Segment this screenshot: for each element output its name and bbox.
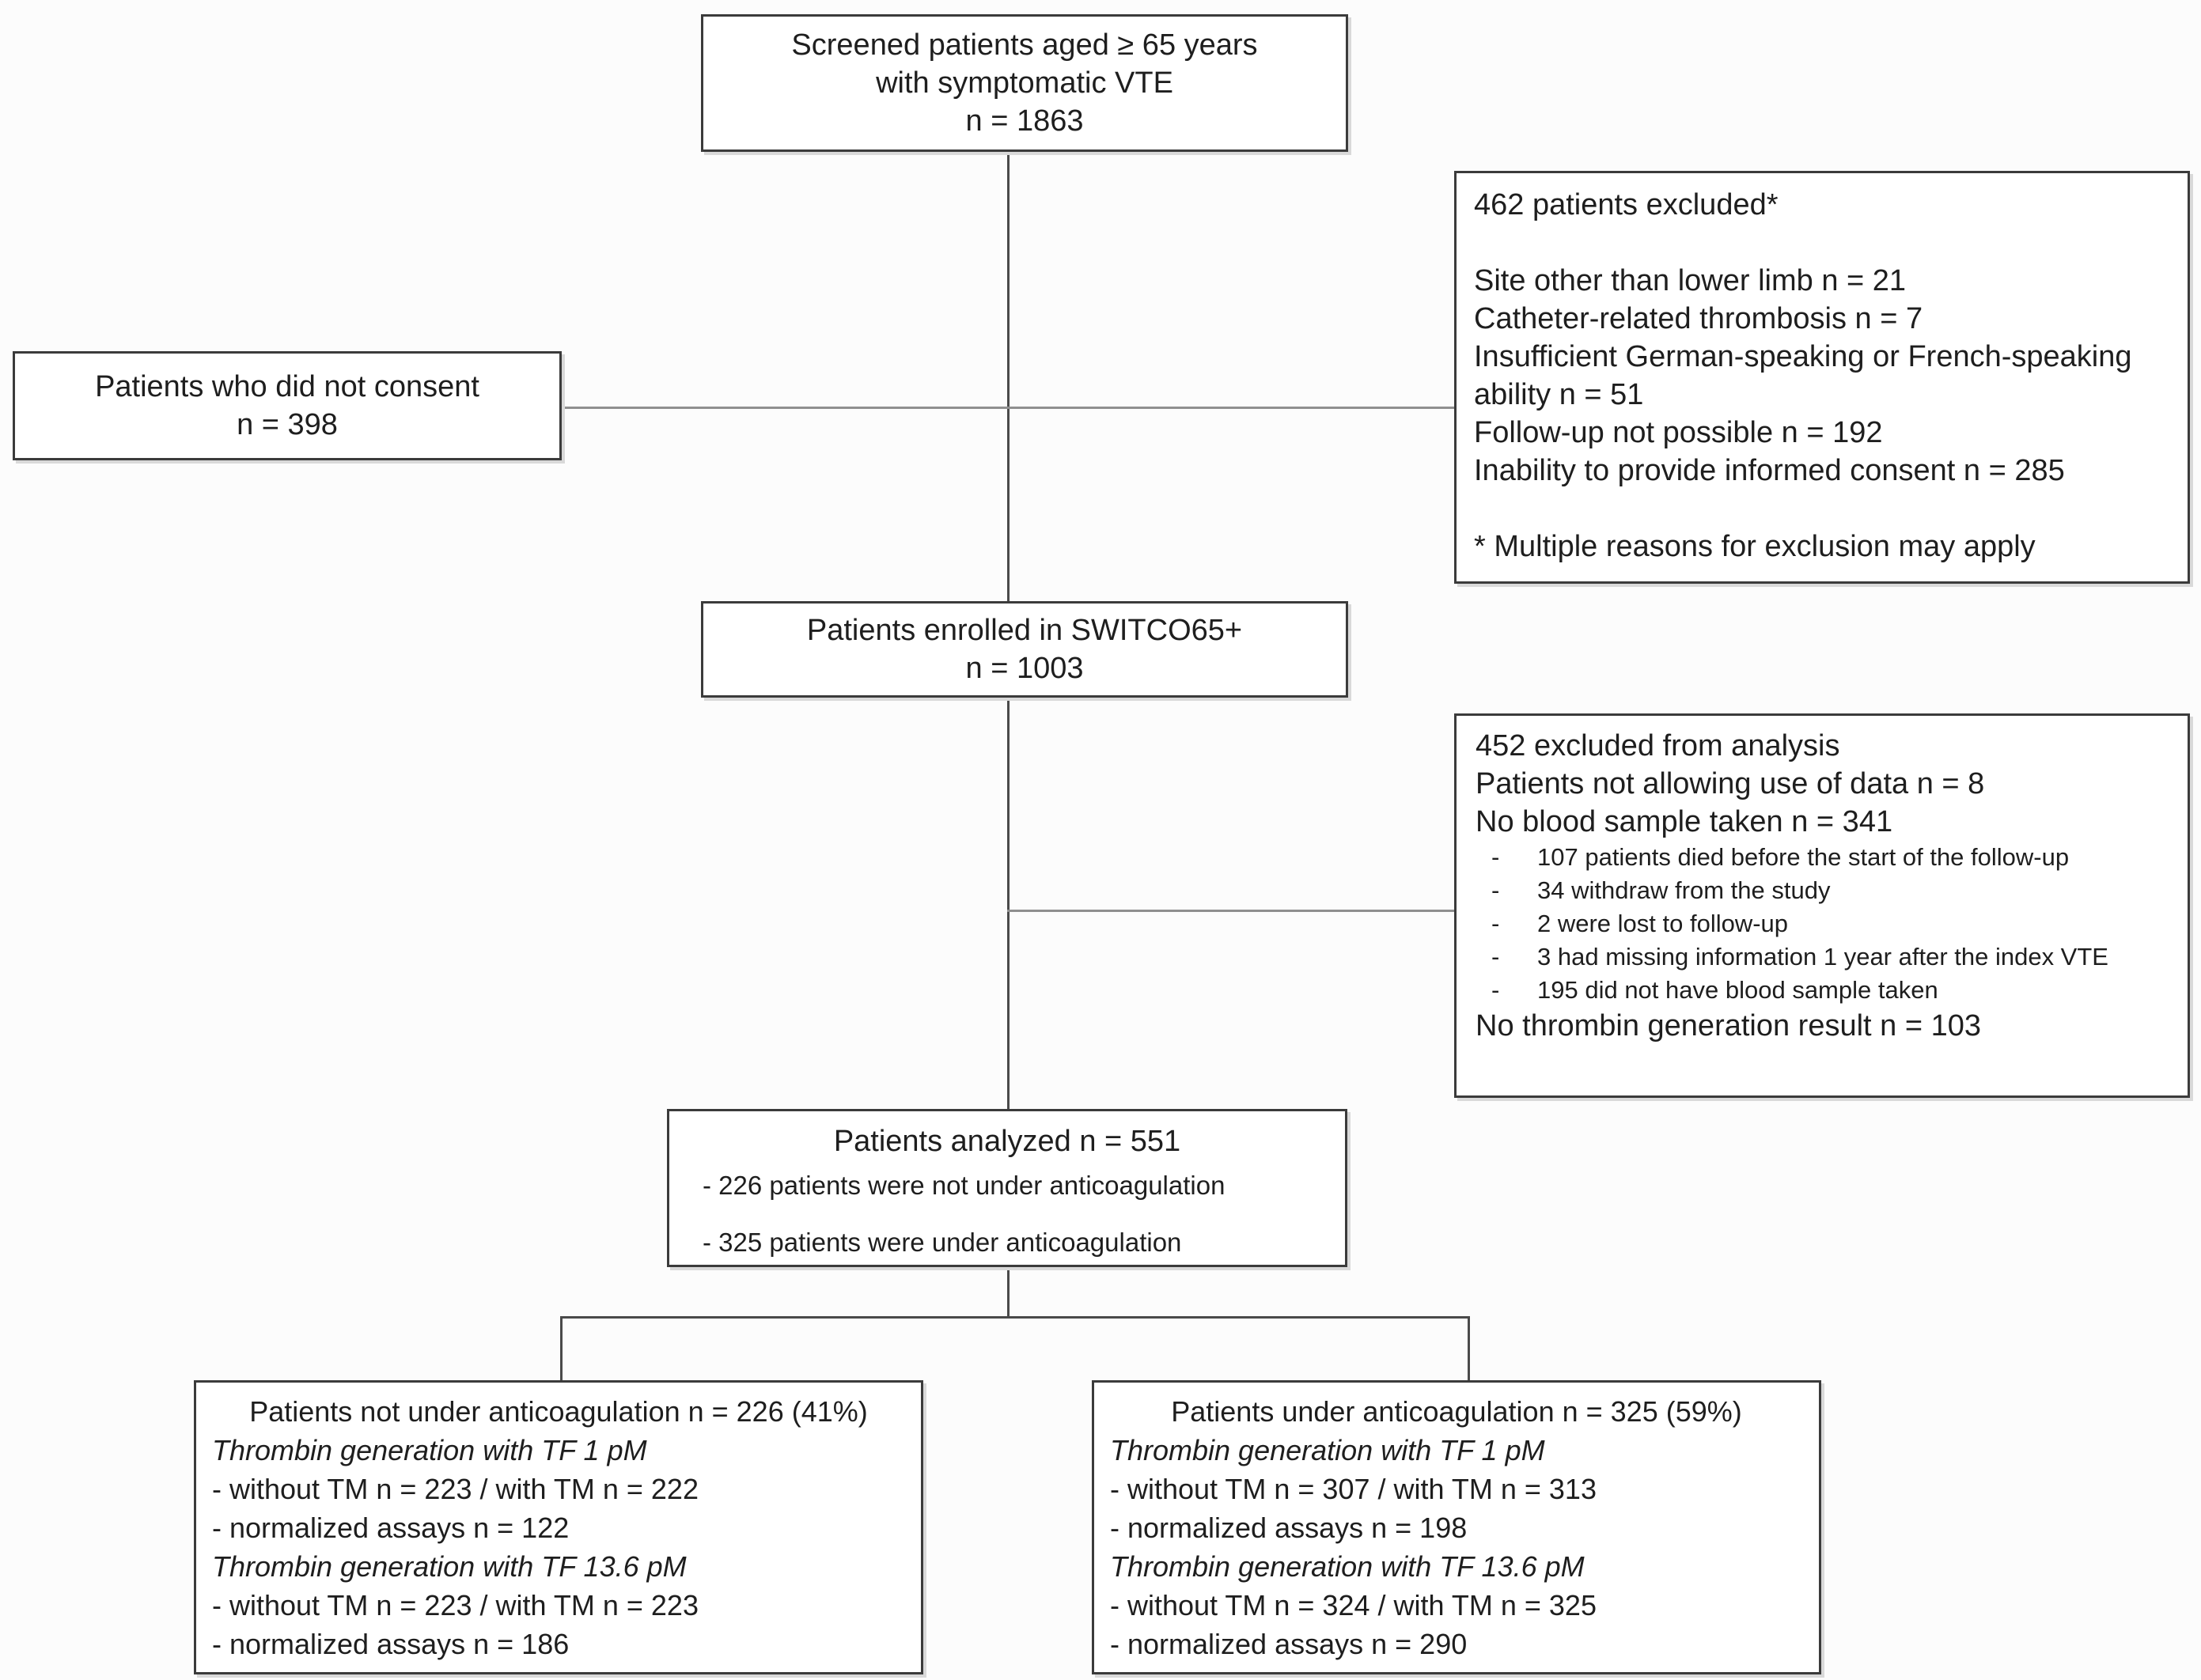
excluded-analysis-thrombin-line: No thrombin generation result n = 103 — [1476, 1009, 1982, 1042]
branch-right-drop — [1468, 1316, 1470, 1382]
anticoagulated-line: - without TM n = 307 / with TM n = 313 — [1110, 1473, 1597, 1505]
excluded-analysis-bullet: 3 had missing information 1 year after t… — [1476, 940, 2169, 974]
excluded-screening-reasons: Site other than lower limb n = 21 Cathete… — [1474, 262, 2170, 490]
exclusion-reason: Site other than lower limb n = 21 — [1474, 264, 1907, 297]
connector-analyzed-to-branch — [1007, 1266, 1010, 1318]
exclusion-reason: Inability to provide informed consent n … — [1474, 454, 2065, 487]
excluded-screening-footnote: * Multiple reasons for exclusion may app… — [1474, 530, 2036, 563]
anticoagulated-line: Thrombin generation with TF 1 pM — [1110, 1434, 1545, 1466]
flow-box-screened: Screened patients aged ≥ 65 years with sy… — [701, 14, 1348, 152]
anticoagulated-line: - normalized assays n = 290 — [1110, 1628, 1468, 1660]
branch-horizontal-line — [560, 1316, 1470, 1319]
flow-box-excluded-analysis: 452 excluded from analysis Patients not … — [1454, 713, 2190, 1098]
flow-box-excluded-screening: 462 patients excluded* Site other than l… — [1454, 171, 2190, 584]
analyzed-bullet: - 226 patients were not under anticoagul… — [703, 1171, 1226, 1200]
enrolled-line: Patients enrolled in SWITCO65+ — [806, 614, 1243, 647]
excluded-analysis-blood-line: No blood sample taken n = 341 — [1476, 805, 1893, 838]
excluded-analysis-bullet: 107 patients died before the start of th… — [1476, 841, 2169, 874]
flow-box-analyzed: Patients analyzed n = 551 - 226 patients… — [667, 1109, 1347, 1267]
exclusion-reason: Catheter-related thrombosis n = 7 — [1474, 302, 1923, 335]
exclusion-reason: Insufficient German-speaking or French-s… — [1474, 340, 2132, 411]
anticoagulated-line: Thrombin generation with TF 13.6 pM — [1110, 1550, 1585, 1583]
flow-box-no-consent: Patients who did not consent n = 398 — [13, 351, 562, 460]
not-anticoagulated-line: - without TM n = 223 / with TM n = 222 — [212, 1473, 699, 1505]
branch-left-drop — [560, 1316, 563, 1382]
anticoagulated-line: - normalized assays n = 198 — [1110, 1512, 1468, 1544]
excluded-analysis-bullet: 2 were lost to follow-up — [1476, 907, 2169, 940]
screened-line: n = 1863 — [965, 104, 1084, 138]
exclusion-reason: Follow-up not possible n = 192 — [1474, 416, 1883, 449]
no-consent-line: Patients who did not consent — [95, 370, 479, 403]
flow-box-not-anticoagulated: Patients not under anticoagulation n = 2… — [194, 1380, 923, 1674]
anticoagulated-line: Patients under anticoagulation n = 325 (… — [1171, 1395, 1742, 1428]
not-anticoagulated-line: - normalized assays n = 122 — [212, 1512, 570, 1544]
connector-enrolled-to-analyzed — [1007, 696, 1010, 1111]
connector-consent-excluded — [560, 407, 1456, 409]
not-anticoagulated-line: Thrombin generation with TF 1 pM — [212, 1434, 647, 1466]
excluded-analysis-bullets: 107 patients died before the start of th… — [1476, 841, 2169, 1007]
analyzed-bullets: - 226 patients were not under anticoagul… — [685, 1168, 1329, 1260]
no-consent-line: n = 398 — [237, 408, 338, 441]
not-anticoagulated-line: Patients not under anticoagulation n = 2… — [249, 1395, 868, 1428]
not-anticoagulated-line: Thrombin generation with TF 13.6 pM — [212, 1550, 687, 1583]
excluded-screening-title: 462 patients excluded* — [1474, 188, 1779, 221]
screened-line: with symptomatic VTE — [876, 66, 1173, 100]
not-anticoagulated-line: - without TM n = 223 / with TM n = 223 — [212, 1589, 699, 1621]
excluded-analysis-bullet: 34 withdraw from the study — [1476, 874, 2169, 907]
anticoagulated-line: - without TM n = 324 / with TM n = 325 — [1110, 1589, 1597, 1621]
connector-to-excluded-analysis — [1007, 910, 1456, 912]
connector-screened-to-enrolled — [1007, 150, 1010, 603]
flow-box-enrolled: Patients enrolled in SWITCO65+ n = 1003 — [701, 601, 1348, 698]
excluded-analysis-title: 452 excluded from analysis — [1476, 729, 1840, 762]
enrolled-line: n = 1003 — [965, 652, 1084, 685]
excluded-analysis-data-line: Patients not allowing use of data n = 8 — [1476, 767, 1985, 800]
analyzed-bullet: - 325 patients were under anticoagulatio… — [703, 1228, 1182, 1257]
analyzed-title: Patients analyzed n = 551 — [833, 1125, 1181, 1158]
not-anticoagulated-line: - normalized assays n = 186 — [212, 1628, 570, 1660]
excluded-analysis-bullet: 195 did not have blood sample taken — [1476, 974, 2169, 1007]
screened-line: Screened patients aged ≥ 65 years — [791, 28, 1258, 62]
flow-box-anticoagulated: Patients under anticoagulation n = 325 (… — [1092, 1380, 1821, 1674]
